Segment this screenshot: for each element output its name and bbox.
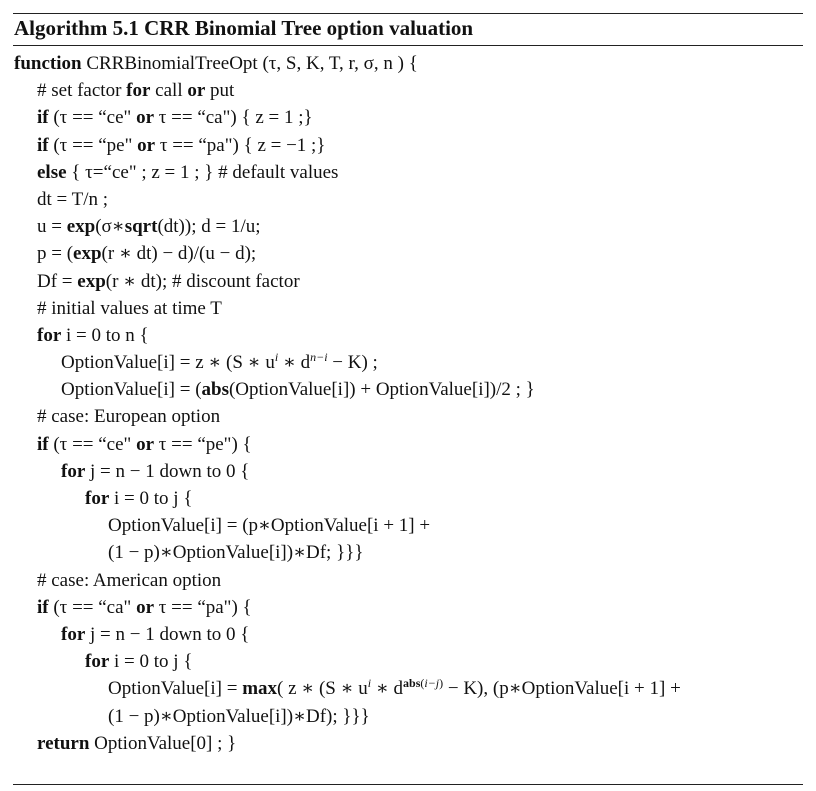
code-line: (1 − p)∗OptionValue[i])∗Df); }}} [108, 705, 370, 727]
code-line: OptionValue[i] = (abs(OptionValue[i]) + … [61, 379, 535, 401]
code-line: if (τ == “pe" or τ == “pa") { z = −1 ;} [37, 134, 326, 156]
algorithm-body: function CRRBinomialTreeOpt (τ, S, K, T,… [14, 50, 808, 757]
code-line: if (τ == “ce" or τ == “ca") { z = 1 ;} [37, 107, 313, 129]
code-line: for j = n − 1 down to 0 { [61, 460, 250, 482]
code-line: function CRRBinomialTreeOpt (τ, S, K, T,… [14, 53, 418, 74]
algorithm-title: Algorithm 5.1 CRR Binomial Tree option v… [14, 16, 474, 40]
title-rule [13, 45, 803, 46]
code-line: (1 − p)∗OptionValue[i])∗Df; }}} [108, 542, 364, 564]
code-line: else { τ=“ce" ; z = 1 ; } # default valu… [37, 161, 339, 183]
code-line: p = (exp(r ∗ dt) − d)/(u − d); [37, 243, 257, 265]
code-line: Df = exp(r ∗ dt); # discount factor [37, 270, 300, 292]
top-rule [13, 13, 803, 14]
code-line: # initial values at time T [37, 297, 222, 319]
code-line: OptionValue[i] = max( z ∗ (S ∗ ui ∗ dabs… [108, 676, 681, 700]
code-line: for j = n − 1 down to 0 { [61, 623, 250, 645]
code-line: if (τ == “ce" or τ == “pe") { [37, 433, 252, 455]
code-line: for i = 0 to j { [85, 488, 193, 509]
code-line: OptionValue[i] = (p∗OptionValue[i + 1] + [108, 515, 431, 537]
code-line: OptionValue[i] = z ∗ (S ∗ ui ∗ dn−i − K)… [61, 350, 378, 374]
code-line: return OptionValue[0] ; } [37, 732, 237, 754]
code-line: u = exp(σ∗sqrt(dt)); d = 1/u; [37, 216, 261, 238]
code-line: # case: American option [37, 569, 222, 591]
code-line: for i = 0 to j { [85, 651, 193, 673]
code-line: for i = 0 to n { [37, 324, 149, 346]
code-line: # set factor for call or put [37, 80, 235, 102]
bottom-rule [13, 784, 803, 785]
code-line: # case: European option [37, 406, 221, 428]
code-line: dt = T/n ; [37, 188, 109, 210]
code-line: if (τ == “ca" or τ == “pa") { [37, 596, 252, 618]
